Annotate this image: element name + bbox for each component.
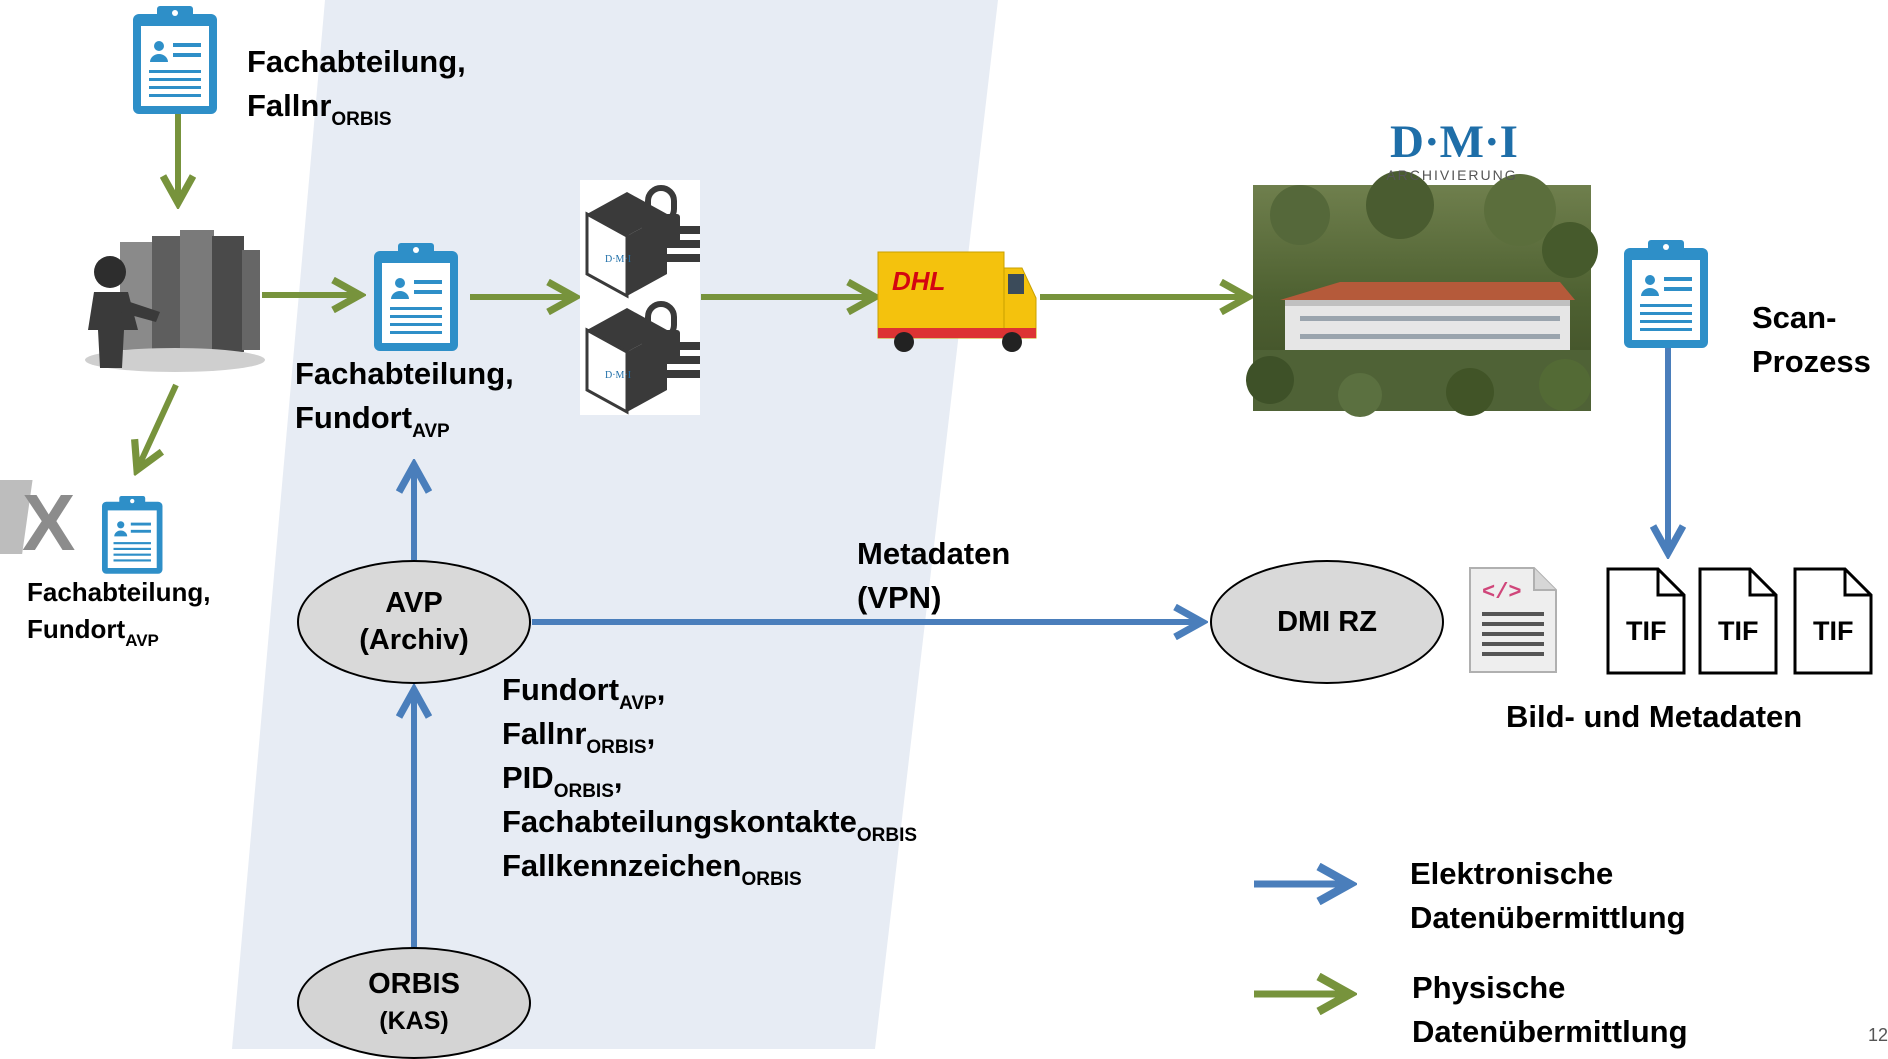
- excel-icon: X: [0, 478, 75, 567]
- clipboard-icon: [102, 496, 163, 574]
- field-item: FachabteilungskontakteORBIS: [502, 804, 918, 846]
- node-dmi-rz-title: DMI RZ: [1277, 605, 1377, 638]
- dmi-logo-subtitle: ARCHIVIERUNG: [1386, 167, 1518, 183]
- building-photo: [1246, 171, 1598, 417]
- label-bild-metadaten: Bild- und Metadaten: [1506, 699, 1803, 734]
- svg-text:</>: </>: [1482, 580, 1522, 605]
- truck-icon: [877, 251, 1037, 352]
- label-mid-dept: Fachabteilung, FundortAVP: [295, 356, 514, 442]
- page-number: 12: [1868, 1025, 1888, 1045]
- label-left-dept: Fachabteilung, FundortAVP: [27, 577, 211, 650]
- node-avp-archiv: AVP (Archiv): [297, 560, 531, 684]
- label-metadaten-vpn: Metadaten (VPN): [857, 536, 1011, 615]
- dmi-logo: D·M·I: [1390, 116, 1518, 168]
- field-item: FallnrORBIS,: [502, 716, 656, 758]
- legend-physical-label: Physische Datenübermittlung: [1412, 970, 1688, 1049]
- tif-label: TIF: [1718, 616, 1759, 646]
- clipboard-icon: [374, 243, 458, 351]
- label-top-dept: Fachabteilung, FallnrORBIS: [247, 44, 466, 130]
- folder-archive-icon: [85, 230, 265, 372]
- box-logo-text: D·M·I: [605, 254, 631, 265]
- background-band: [232, 0, 998, 1049]
- xml-file-icon: </>: [1469, 567, 1557, 673]
- node-avp-subtitle: (Archiv): [359, 624, 469, 656]
- field-list: FundortAVP, FallnrORBIS, PIDORBIS, Facha…: [502, 668, 918, 890]
- field-item: FallkennzeichenORBIS: [502, 848, 802, 890]
- legend-electronic-label: Elektronische Datenübermittlung: [1410, 856, 1686, 935]
- svg-text:X: X: [22, 478, 75, 567]
- field-item: FundortAVP,: [502, 672, 666, 714]
- label-scan-prozess: Scan- Prozess: [1752, 300, 1871, 379]
- node-orbis-title: ORBIS: [368, 968, 460, 1000]
- node-orbis-subtitle: (KAS): [379, 1007, 449, 1035]
- box-logo-text: D·M·I: [605, 370, 631, 381]
- field-item: PIDORBIS,: [502, 760, 623, 802]
- tif-label: TIF: [1813, 616, 1854, 646]
- tif-label: TIF: [1626, 616, 1667, 646]
- arrow-archive-to-excel: [137, 383, 179, 470]
- node-orbis-kas: ORBIS (KAS): [297, 947, 531, 1059]
- truck-logo-text: DHL: [892, 266, 945, 296]
- clipboard-icon: [133, 6, 217, 114]
- node-avp-title: AVP: [385, 587, 443, 619]
- node-dmi-rz: DMI RZ: [1210, 560, 1444, 684]
- clipboard-icon: [1624, 240, 1708, 348]
